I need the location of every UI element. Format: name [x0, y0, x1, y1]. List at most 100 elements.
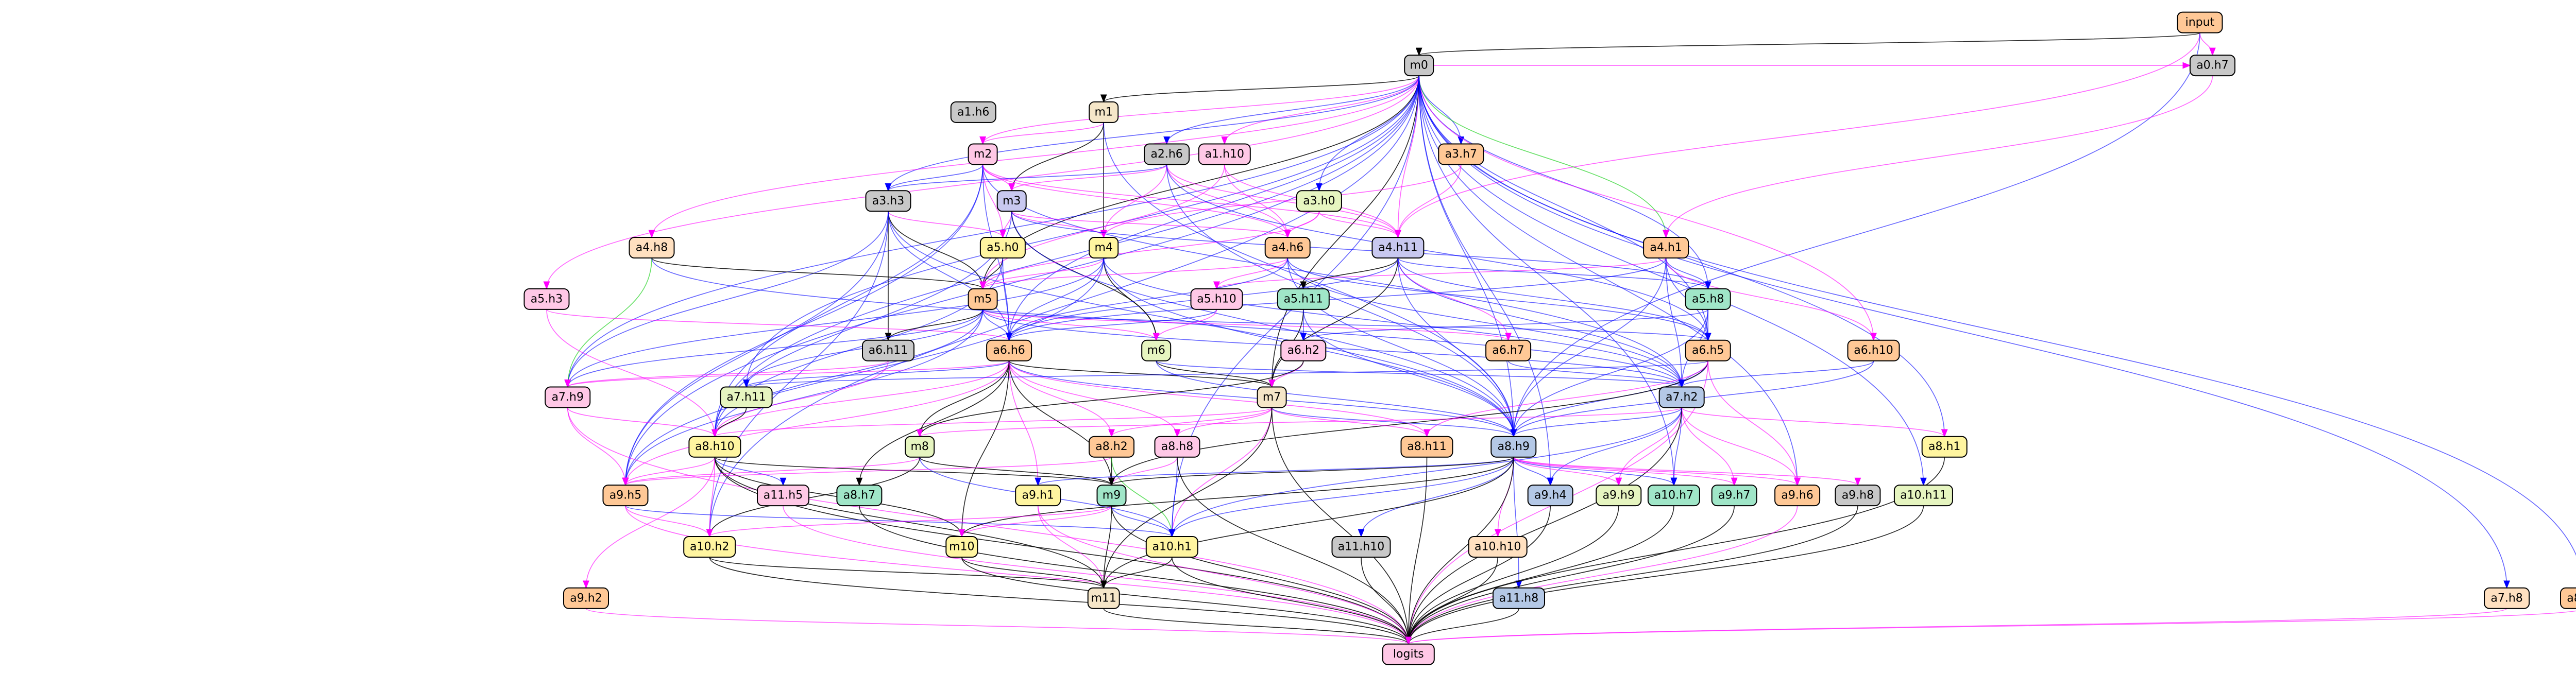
edge-a8-h9-to-a10-h7 [1513, 457, 1677, 486]
edge-m0-to-m2 [979, 75, 1419, 145]
edge-m0-to-a9-h6 [1418, 76, 1801, 486]
edge-m5-to-a6-h7 [982, 309, 1512, 341]
edge-a10-h10-to-logits [1405, 557, 1498, 645]
edge-m10-to-logits [961, 557, 1412, 645]
node-box [996, 190, 1027, 212]
edge-a6-h6-to-m7 [1008, 360, 1275, 388]
node-box [2189, 55, 2235, 77]
edge-a8-h9-to-m10 [958, 457, 1514, 538]
node-a4-h6: a4.h6 [1264, 237, 1311, 259]
node-a6-h2: a6.h2 [1280, 339, 1327, 361]
node-label: a10.h1 [1153, 540, 1192, 553]
edge-m7-to-a8-h9 [1271, 407, 1517, 438]
edge-a4-h11-to-a7-h2 [1397, 258, 1685, 388]
edge-a3-h3-to-a5-h0 [888, 211, 1006, 238]
edge-a8-h9-to-m9 [1108, 456, 1514, 486]
node-a8-h7: a8.h7 [836, 485, 883, 507]
node-label: logits [1393, 648, 1424, 661]
node-label: a3.h0 [1303, 195, 1335, 208]
node-label: a8.h8 [1161, 440, 1193, 453]
edge-a7-h8-to-logits [1405, 608, 2507, 645]
edge-a7-h2-to-a10-h7 [1670, 407, 1682, 486]
node-label: m4 [1094, 241, 1112, 254]
node-label: a9.h1 [1022, 489, 1054, 502]
edge-a4-h1-to-a6-h6 [1006, 257, 1667, 341]
node-label: a9.h5 [609, 489, 641, 502]
node-box [1277, 288, 1330, 310]
node-label: a11.h5 [764, 489, 803, 502]
node-box [1331, 536, 1391, 558]
node-a11-h8: a11.h8 [1493, 587, 1545, 609]
edge-m0-to-m7 [1268, 76, 1419, 388]
node-a9-h2: a9.h2 [563, 587, 609, 609]
edge-m0-to-a7-h11 [743, 76, 1419, 388]
node-box [1015, 485, 1061, 507]
node-box [545, 386, 591, 408]
edge-a3-h7-to-m4 [1100, 164, 1462, 238]
node-label: a8.h11 [1407, 440, 1446, 453]
node-label: a9.h8 [1842, 489, 1874, 502]
edge-a2-h6-to-a8-h9 [1166, 164, 1517, 438]
edge-m9-to-a10-h2 [706, 505, 1112, 538]
node-a9-h9: a9.h9 [1596, 485, 1642, 507]
edge-input-to-a4-h11 [1395, 32, 2200, 238]
edge-a11-h10-to-logits [1361, 557, 1412, 645]
node-label: a11.h10 [1338, 540, 1384, 553]
node-box [862, 339, 914, 361]
edge-a8-h7-to-logits [859, 506, 1412, 645]
node-a4-h1: a4.h1 [1643, 237, 1689, 259]
edge-a8-h9-to-a9-h7 [1513, 457, 1738, 486]
edge-a9-h8-to-logits [1405, 506, 1858, 645]
edge-a8-h10-to-a9-h5 [622, 457, 716, 486]
node-label: a10.h2 [690, 540, 729, 553]
node-box [602, 485, 649, 507]
node-a6-h11: a6.h11 [862, 339, 914, 361]
node-box [1371, 237, 1425, 259]
edge-m9-to-m11 [1100, 506, 1112, 589]
edge-a4-h11-to-m7 [1268, 258, 1399, 388]
edge-a9-h1-to-m11 [1037, 506, 1107, 589]
node-box [629, 237, 675, 259]
node-box [1685, 339, 1731, 361]
edge-m2-to-a5-h0 [982, 164, 1006, 238]
edge-m2-to-a8-h10 [711, 164, 984, 438]
edge-m0-to-m1 [1100, 75, 1419, 103]
edge-a8-h9-to-m11 [1100, 457, 1514, 589]
node-label: a10.h10 [1475, 540, 1521, 553]
node-label: m1 [1094, 106, 1112, 118]
edge-a9-h1-to-logits [1037, 506, 1412, 645]
edge-a8-h10-to-logits [714, 457, 1412, 645]
edge-a11-h8-to-logits [1405, 608, 1519, 645]
edge-a8-h11-to-logits [1405, 457, 1428, 645]
node-box [1145, 536, 1198, 558]
node-label: a8.h4 [2567, 592, 2576, 605]
node-box [1527, 485, 1573, 507]
edge-a8-h10-to-a11-h5 [714, 457, 787, 486]
node-a11-h5: a11.h5 [757, 485, 809, 507]
node-label: a11.h8 [1499, 592, 1538, 605]
node-m11: m11 [1087, 587, 1120, 609]
node-box [865, 190, 911, 212]
edge-a8-h10-to-m9 [714, 456, 1115, 486]
edge-a10-h2-to-logits [709, 557, 1412, 645]
edge-a9-h5-to-a10-h2 [625, 505, 713, 538]
edge-input-to-a0-h7 [2199, 32, 2216, 56]
node-box [1296, 190, 1342, 212]
edge-a4-h1-to-a8-h9 [1510, 258, 1667, 438]
edge-a6-h2-to-m8 [916, 360, 1304, 438]
node-a0-h7: a0.h7 [2189, 55, 2235, 77]
node-box [2484, 587, 2530, 609]
node-box [1835, 485, 1881, 507]
node-box [1257, 386, 1287, 408]
edge-m7-to-a8-h10 [711, 407, 1273, 438]
edge-a4-h11-to-a5-h11 [1300, 257, 1399, 290]
node-label: a7.h11 [726, 391, 766, 404]
edge-a7-h2-to-a9-h9 [1615, 407, 1682, 486]
edge-m0-to-a7-h8 [1418, 76, 2510, 589]
edge-layer [543, 32, 2576, 645]
edge-a1-h10-to-m5 [979, 164, 1225, 290]
edge-m5-to-a8-h10 [711, 309, 984, 438]
edge-m2-to-a3-h3 [885, 164, 984, 192]
node-label: a5.h10 [1197, 292, 1236, 305]
edge-a5-h8-to-a8-h9 [1510, 309, 1708, 438]
